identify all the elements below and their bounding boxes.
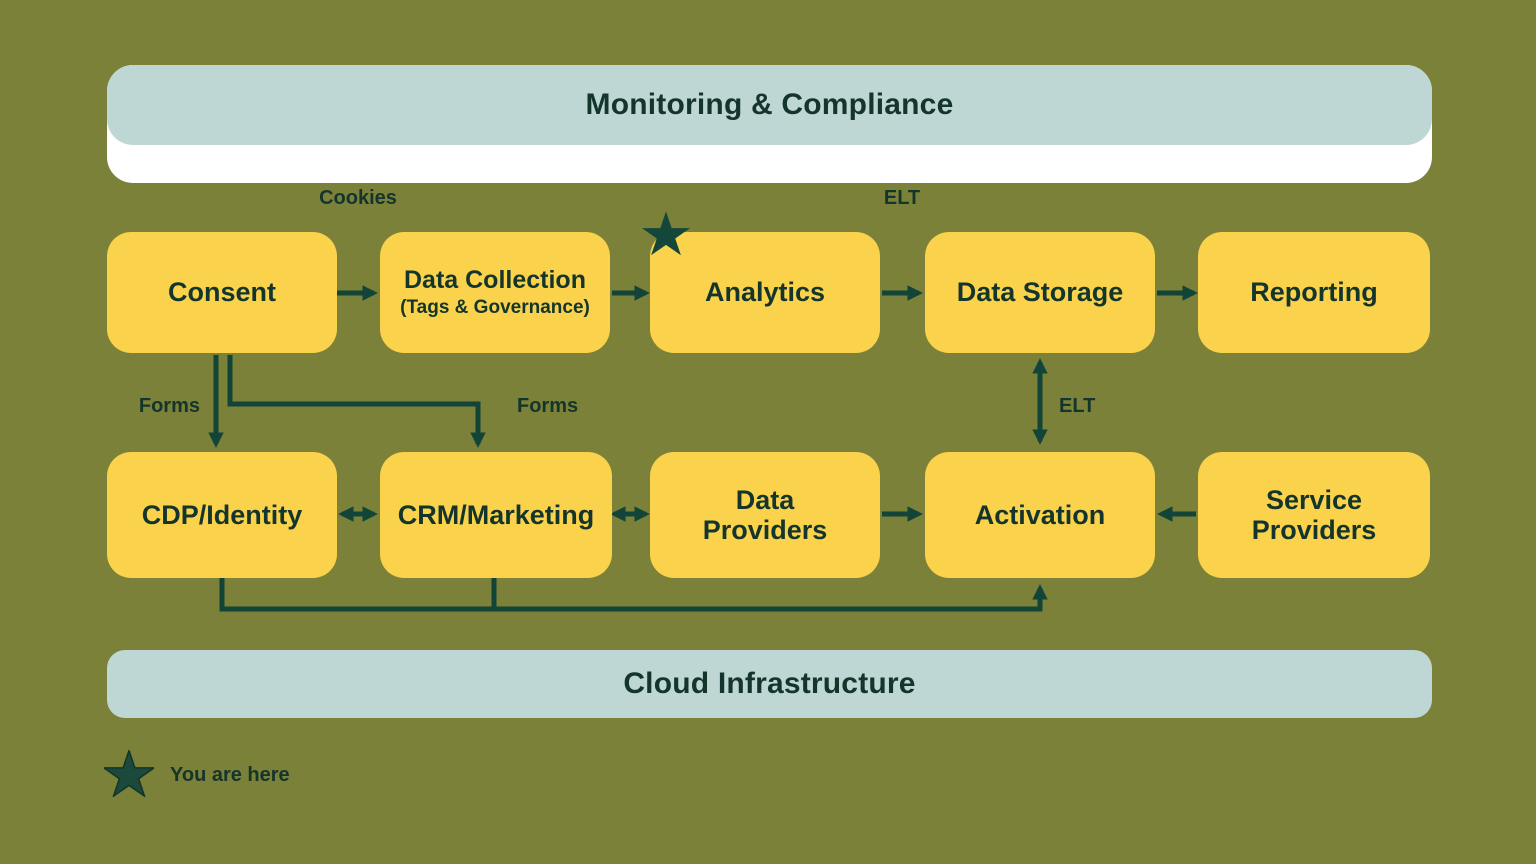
cloud-infrastructure-banner-title: Cloud Infrastructure bbox=[623, 667, 916, 700]
node-data-storage: Data Storage bbox=[925, 232, 1155, 353]
node-consent-label: Consent bbox=[168, 277, 276, 308]
node-data-providers-label: Data Providers bbox=[702, 484, 828, 545]
node-crm-marketing: CRM/Marketing bbox=[380, 452, 612, 578]
legend-star-icon bbox=[104, 750, 154, 797]
node-consent: Consent bbox=[107, 232, 337, 353]
star-icon bbox=[642, 211, 690, 256]
monitoring-banner-title: Monitoring & Compliance bbox=[585, 88, 954, 121]
node-data-storage-label: Data Storage bbox=[956, 277, 1124, 308]
arrow-consent-to-crm-forms bbox=[227, 355, 486, 448]
legend-text: You are here bbox=[170, 764, 290, 786]
monitoring-banner: Monitoring & Compliance bbox=[107, 65, 1432, 145]
node-activation: Activation bbox=[925, 452, 1155, 578]
node-service-providers-label: Service Providers bbox=[1251, 484, 1377, 545]
cloud-infrastructure-banner: Cloud Infrastructure bbox=[107, 650, 1432, 718]
arrow-cdp-to-activation-bottom bbox=[219, 578, 1048, 612]
node-activation-label: Activation bbox=[974, 499, 1106, 530]
node-analytics-label: Analytics bbox=[704, 277, 826, 308]
edge-label-elt-mid: ELT bbox=[1059, 395, 1096, 417]
node-reporting: Reporting bbox=[1198, 232, 1430, 353]
monitoring-card: Monitoring & Compliance bbox=[107, 65, 1432, 183]
node-data-collection: Data Collection (Tags & Governance) bbox=[380, 232, 610, 353]
edge-label-forms-right: Forms bbox=[517, 395, 579, 417]
node-data-providers: Data Providers bbox=[650, 452, 880, 578]
node-analytics: Analytics bbox=[650, 232, 880, 353]
node-crm-marketing-label: CRM/Marketing bbox=[397, 499, 595, 530]
edge-label-cookies: Cookies bbox=[319, 187, 397, 209]
edge-label-elt-top: ELT bbox=[883, 187, 921, 209]
node-cdp-identity: CDP/Identity bbox=[107, 452, 337, 578]
node-data-collection-sublabel: (Tags & Governance) bbox=[400, 297, 590, 318]
node-reporting-label: Reporting bbox=[1250, 277, 1378, 308]
node-data-collection-label: Data Collection bbox=[404, 266, 586, 294]
node-cdp-identity-label: CDP/Identity bbox=[141, 499, 303, 530]
node-service-providers: Service Providers bbox=[1198, 452, 1430, 578]
edge-label-forms-left: Forms bbox=[138, 395, 200, 417]
